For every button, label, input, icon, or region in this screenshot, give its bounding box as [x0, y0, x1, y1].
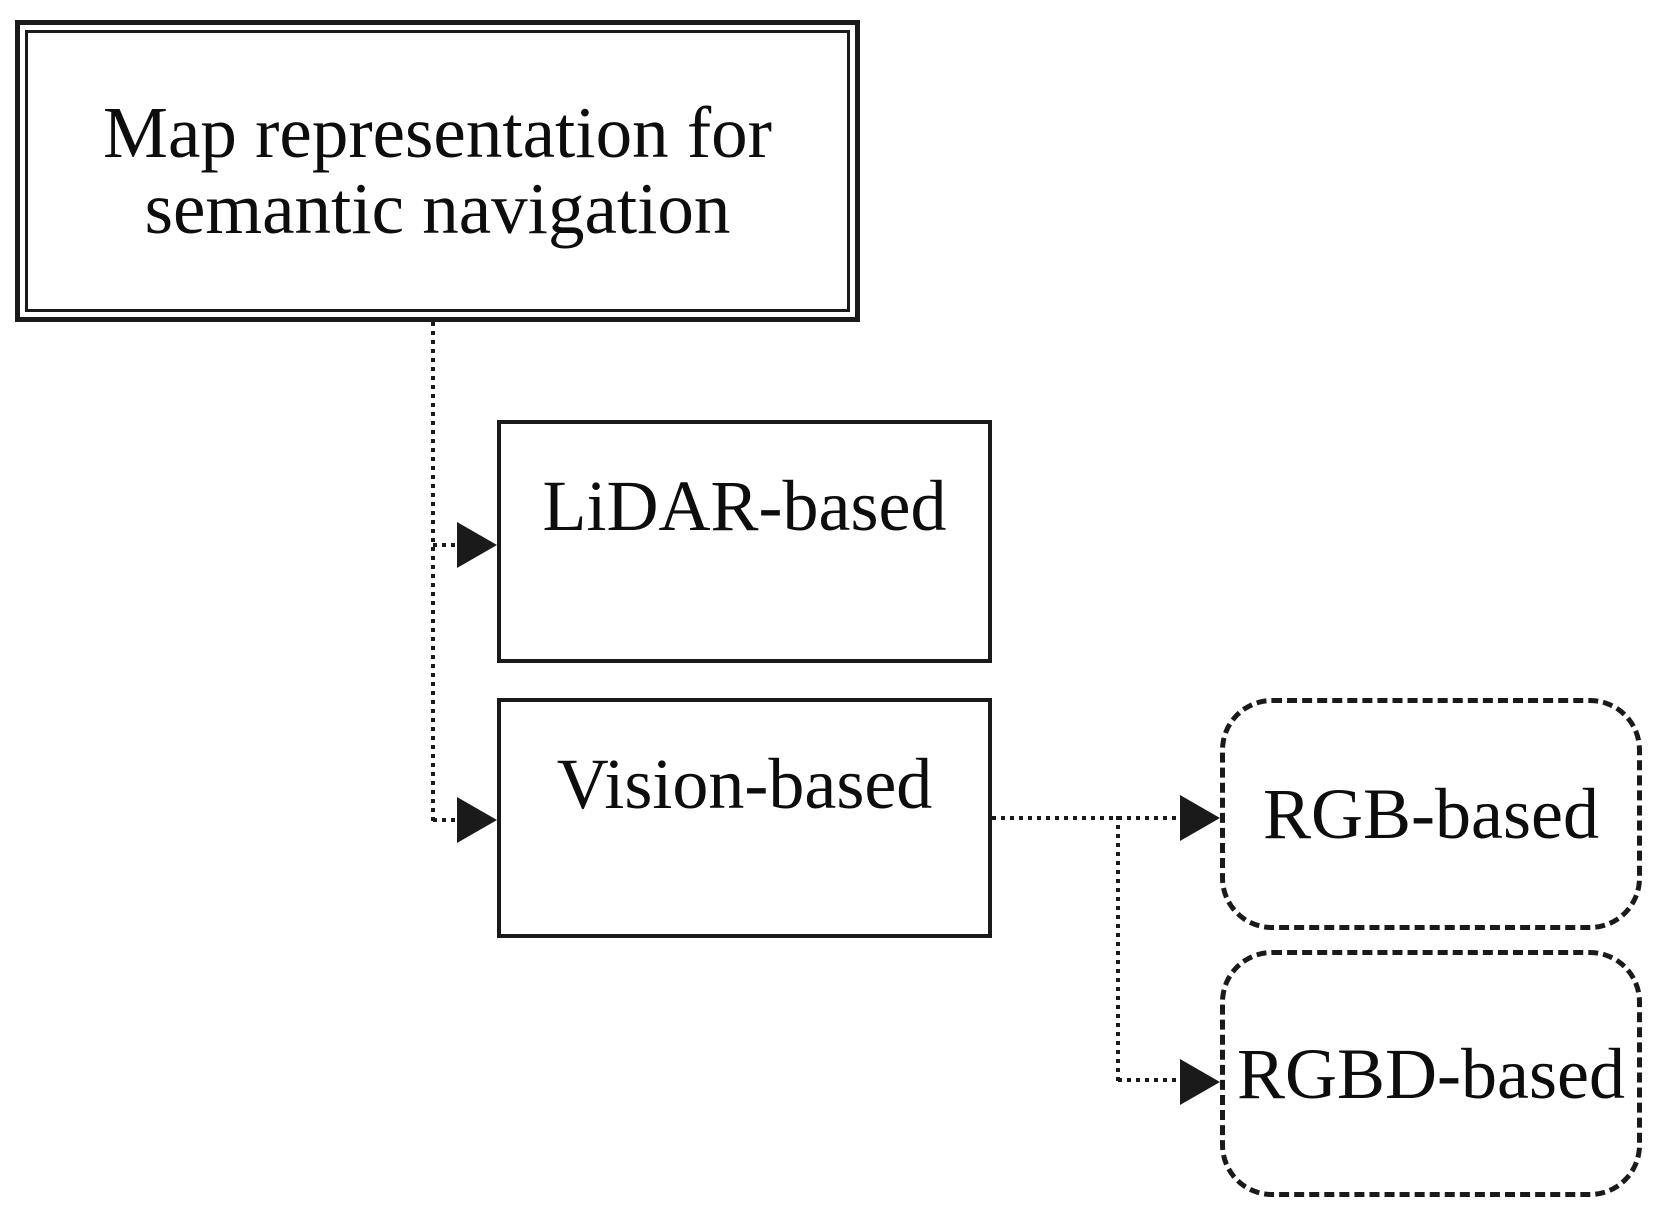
connector-vision-to-rgbd-line	[1118, 1078, 1182, 1082]
rgb-node-label: RGB-based	[1263, 774, 1599, 854]
vision-node-box: Vision-based	[497, 698, 992, 938]
root-node-label-line2: semantic navigation	[144, 168, 731, 249]
rgb-node-box: RGB-based	[1220, 698, 1642, 930]
arrowhead-to-rgbd-icon	[1180, 1059, 1220, 1105]
rgbd-node-label: RGBD-based	[1237, 1033, 1625, 1114]
connector-vision-to-rgb-line	[992, 816, 1182, 820]
connector-vision-branch-vertical-line	[1116, 816, 1120, 1082]
vision-node-label: Vision-based	[556, 744, 933, 824]
lidar-node-label: LiDAR-based	[542, 466, 947, 546]
lidar-node-box: LiDAR-based	[497, 420, 992, 663]
connector-root-to-vision-line	[433, 818, 459, 822]
connector-root-to-lidar-line	[433, 543, 459, 547]
root-node-inner-frame: Map representation for semantic navigati…	[25, 30, 850, 312]
arrowhead-to-rgb-icon	[1180, 795, 1220, 841]
arrowhead-to-lidar-icon	[457, 522, 497, 568]
connector-root-vertical-line	[431, 322, 435, 822]
arrowhead-to-vision-icon	[457, 797, 497, 843]
rgbd-node-box: RGBD-based	[1220, 950, 1642, 1197]
root-node-label-line1: Map representation for	[103, 92, 772, 174]
root-node-box: Map representation for semantic navigati…	[15, 20, 860, 322]
